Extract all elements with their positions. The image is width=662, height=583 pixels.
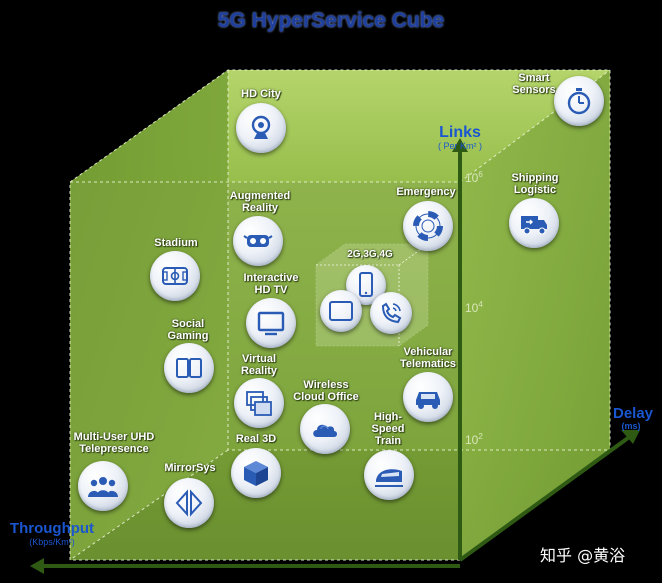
links-axis-arrowhead — [452, 138, 468, 152]
car-icon[interactable] — [403, 372, 453, 422]
stopwatch-icon[interactable] — [554, 76, 604, 126]
tablets-icon[interactable] — [164, 343, 214, 393]
links-tick-1e2: 102 — [465, 432, 483, 447]
cube-icon[interactable] — [231, 448, 281, 498]
stadium-icon[interactable] — [150, 251, 200, 301]
mirror-icon[interactable] — [164, 478, 214, 528]
service-label-mirrorsys: MirrorSys — [164, 462, 216, 474]
diagram-title: 5G HyperService Cube — [217, 9, 445, 32]
service-label-augmented-reality: Augmented Reality — [229, 190, 291, 214]
links-tick-1e4: 104 — [465, 300, 483, 315]
cloud-icon[interactable] — [300, 404, 350, 454]
throughput-axis-arrowhead — [30, 558, 44, 574]
service-label-emergency: Emergency — [396, 186, 456, 198]
delay-axis — [458, 436, 630, 562]
service-label-shipping-logistic: Shipping Logistic — [511, 172, 559, 196]
group-icon[interactable] — [78, 461, 128, 511]
delay-axis-unit: (ms) — [621, 421, 641, 431]
ar-headset-icon[interactable] — [233, 216, 283, 266]
truck-icon[interactable] — [509, 198, 559, 248]
service-label-multi-user-uhd-telepresence: Multi-User UHD Telepresence — [73, 431, 155, 455]
service-label-real-3d: Real 3D — [235, 433, 277, 445]
service-label-high-speed-train: High- Speed Train — [371, 411, 405, 447]
links-axis-title: Links — [439, 124, 481, 141]
service-label-social-gaming: Social Gaming — [167, 318, 209, 342]
train-icon[interactable] — [364, 450, 414, 500]
service-label-smart-sensors: Smart Sensors — [512, 72, 556, 96]
service-label-stadium: Stadium — [154, 237, 198, 249]
legacy-cube-label: 2G,3G,4G — [347, 249, 393, 260]
service-label-hd-city: HD City — [241, 88, 281, 100]
watermark: 知乎 @黄浴 — [540, 546, 626, 565]
throughput-axis-unit: (Kbps/Km²) — [29, 537, 75, 547]
service-label-interactive-hd-tv: Interactive HD TV — [243, 272, 299, 296]
cube-left-face — [70, 70, 228, 560]
phone-call-icon — [370, 292, 412, 334]
delay-axis-title: Delay — [612, 405, 654, 422]
throughput-axis-title: Throughput — [9, 520, 95, 537]
links-tick-1e6: 106 — [465, 170, 483, 185]
service-label-wireless-cloud-office: Wireless Cloud Office — [293, 379, 359, 403]
tablet-icon — [320, 290, 362, 332]
cube-right-face — [460, 70, 610, 560]
links-axis-unit: ( Per Km² ) — [438, 141, 482, 151]
lifebuoy-icon[interactable] — [403, 201, 453, 251]
service-label-virtual-reality: Virtual Reality — [240, 353, 278, 377]
service-label-vehicular-telematics: Vehicular Telematics — [399, 346, 457, 370]
vr-screens-icon[interactable] — [234, 378, 284, 428]
delay-axis-arrowhead — [621, 430, 640, 444]
camera-icon[interactable] — [236, 103, 286, 153]
tv-icon[interactable] — [246, 298, 296, 348]
